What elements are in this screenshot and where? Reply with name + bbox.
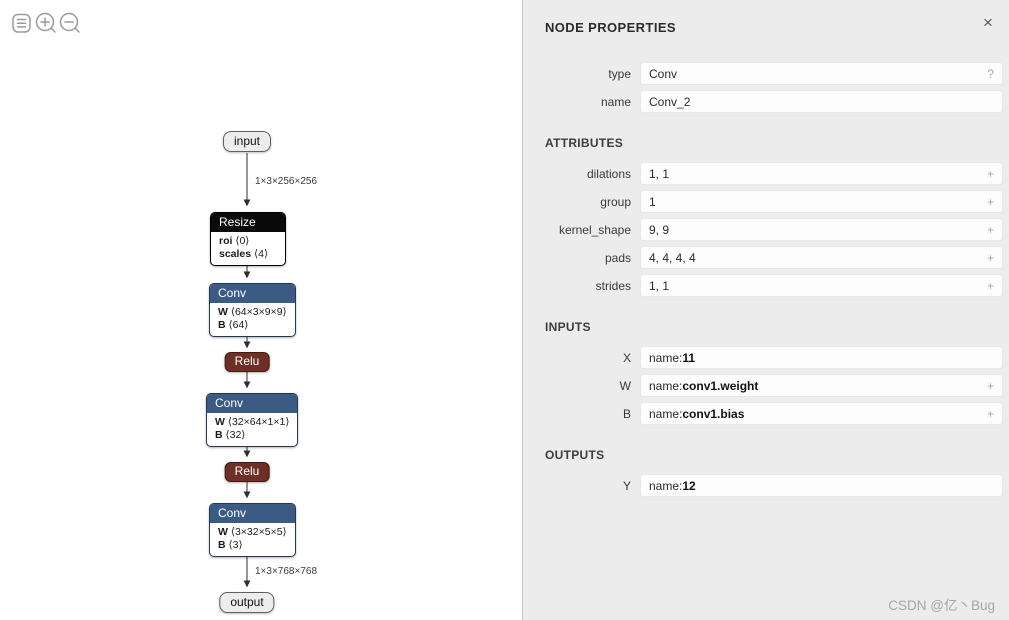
node-attr: scales ⟨4⟩ [219, 248, 269, 260]
zoom-out-button[interactable] [58, 11, 82, 35]
node-attr: B ⟨64⟩ [218, 319, 249, 331]
menu-icon [12, 13, 31, 33]
input-row-b: B name: conv1.bias + [523, 403, 1009, 424]
name-label: name [600, 94, 631, 109]
input-row-x: X name: 11 [523, 347, 1009, 368]
zoom-in-button[interactable] [34, 11, 58, 35]
node-title: Conv [210, 284, 295, 303]
attribute-value-field[interactable]: 1, 1 + [641, 163, 1002, 184]
type-value-field[interactable]: Conv ? [641, 63, 1002, 84]
inputs-section-title: INPUTS [545, 320, 591, 334]
watermark: CSDN @亿丶Bug [888, 598, 995, 613]
zoom-out-icon [59, 12, 80, 33]
node-relu-1[interactable]: Relu [224, 352, 270, 372]
attribute-row-group: group 1 + [523, 191, 1009, 212]
outputs-section-title: OUTPUTS [545, 448, 605, 462]
node-title: Conv [210, 504, 295, 523]
input-row-w: W name: conv1.weight + [523, 375, 1009, 396]
attribute-row-kernel-shape: kernel_shape 9, 9 + [523, 219, 1009, 240]
node-conv-1[interactable]: Conv W ⟨64×3×9×9⟩ B ⟨64⟩ [209, 283, 296, 337]
name-value-field[interactable]: Conv_2 [641, 91, 1002, 112]
expand-icon[interactable]: + [986, 250, 994, 265]
node-properties-panel: NODE PROPERTIES × type Conv ? name Conv_… [522, 0, 1009, 620]
attribute-row-pads: pads 4, 4, 4, 4 + [523, 247, 1009, 268]
input-value-field[interactable]: name: 11 [641, 347, 1002, 368]
node-attr: W ⟨3×32×5×5⟩ [218, 526, 287, 538]
node-relu-2[interactable]: Relu [224, 462, 270, 482]
name-row: name Conv_2 [523, 91, 1009, 112]
zoom-in-icon [35, 12, 56, 33]
input-value-field[interactable]: name: conv1.bias + [641, 403, 1002, 424]
node-attr: B ⟨32⟩ [215, 429, 246, 441]
expand-icon[interactable]: + [986, 378, 994, 393]
attribute-value-field[interactable]: 9, 9 + [641, 219, 1002, 240]
edge-shape-label: 1×3×768×768 [255, 566, 318, 577]
node-conv-2[interactable]: Conv W ⟨32×64×1×1⟩ B ⟨32⟩ [206, 393, 299, 447]
node-conv-3[interactable]: Conv W ⟨3×32×5×5⟩ B ⟨3⟩ [209, 503, 296, 557]
close-icon[interactable]: × [978, 13, 998, 33]
attribute-value-field[interactable]: 1, 1 + [641, 275, 1002, 296]
expand-icon[interactable]: + [986, 406, 994, 421]
expand-icon[interactable]: + [986, 194, 994, 209]
type-value: Conv [649, 66, 678, 81]
attribute-row-dilations: dilations 1, 1 + [523, 163, 1009, 184]
node-title: Conv [207, 394, 298, 413]
node-title: Resize [211, 213, 285, 232]
node-attr: roi ⟨0⟩ [219, 235, 250, 247]
type-label: type [608, 66, 631, 81]
node-resize[interactable]: Resize roi ⟨0⟩ scales ⟨4⟩ [210, 212, 286, 266]
attribute-row-strides: strides 1, 1 + [523, 275, 1009, 296]
expand-icon[interactable]: + [986, 278, 994, 293]
node-input[interactable]: input [222, 131, 272, 152]
panel-title: NODE PROPERTIES [545, 20, 676, 35]
name-value: Conv_2 [649, 94, 691, 109]
node-attr: W ⟨64×3×9×9⟩ [218, 306, 287, 318]
expand-icon[interactable]: + [986, 222, 994, 237]
output-row-y: Y name: 12 [523, 475, 1009, 496]
help-icon[interactable]: ? [987, 66, 994, 81]
edge-shape-label: 1×3×256×256 [255, 176, 318, 187]
node-output[interactable]: output [219, 592, 275, 613]
menu-button[interactable] [10, 11, 34, 35]
attributes-section-title: ATTRIBUTES [545, 136, 624, 150]
node-attr: B ⟨3⟩ [218, 539, 243, 551]
attribute-value-field[interactable]: 4, 4, 4, 4 + [641, 247, 1002, 268]
type-row: type Conv ? [523, 63, 1009, 84]
expand-icon[interactable]: + [986, 166, 994, 181]
node-attr: W ⟨32×64×1×1⟩ [215, 416, 290, 428]
graph-canvas[interactable]: input 1×3×256×256 Resize roi ⟨0⟩ scales … [0, 0, 522, 620]
attribute-value-field[interactable]: 1 + [641, 191, 1002, 212]
output-value-field[interactable]: name: 12 [641, 475, 1002, 496]
input-value-field[interactable]: name: conv1.weight + [641, 375, 1002, 396]
